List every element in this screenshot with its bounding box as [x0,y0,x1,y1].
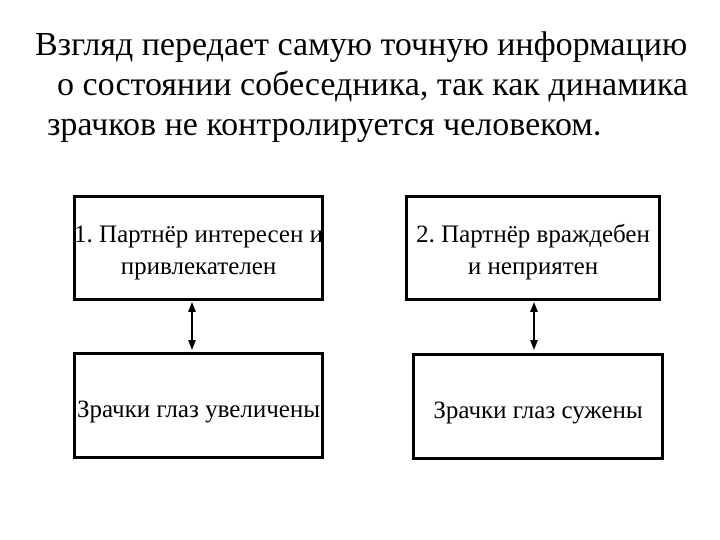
box-partner-hostile: 2. Партнёр враждебен и неприятен [405,195,661,301]
double-arrow-icon [184,301,200,351]
box-pupils-constricted: Зрачки глаз сужены [412,353,664,460]
double-arrow-vertical-icon [530,302,538,350]
box-text-line: Зрачки глаз сужены [433,396,643,424]
double-arrow-vertical-icon [188,302,196,350]
slide-title: Взгляд передает самую точную информацию … [35,25,688,145]
box-text-line: Зрачки глаз увеличены [76,395,321,423]
box-text-line: привлекателен [120,253,277,280]
box-pupils-dilated: Зрачки глаз увеличены [73,352,324,459]
double-arrow-icon [526,301,542,351]
title-line: зрачков не контролируется человеком. [47,106,602,143]
box-text-line: и неприятен [467,253,599,280]
title-line: Взгляд передает самую точную информацию [35,26,688,63]
box-text-line: 2. Партнёр враждебен [416,221,650,248]
title-line: о состоянии собеседника, так как динамик… [57,66,688,103]
box-partner-interesting: 1. Партнёр интересен и привлекателен [73,195,324,301]
box-text-line: 1. Партнёр интересен и [74,221,323,248]
